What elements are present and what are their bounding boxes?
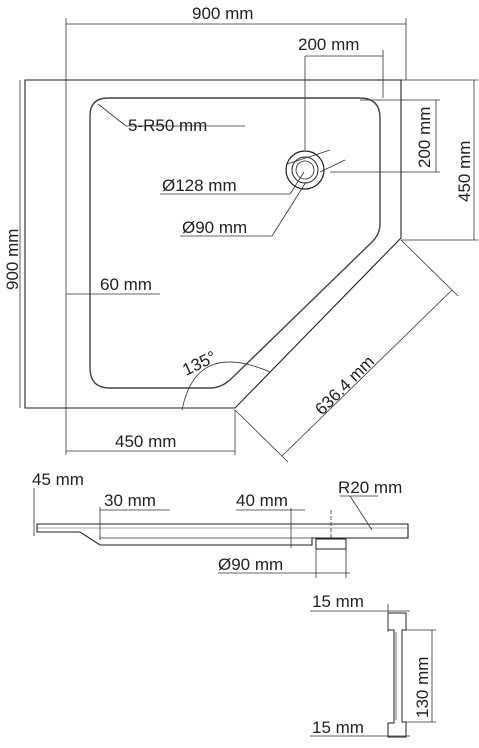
diagonal-label: 636.4 mm bbox=[311, 352, 378, 419]
drain-offset-y-label: 200 mm bbox=[415, 107, 434, 168]
corner-radius-label: 5-R50 mm bbox=[128, 116, 207, 135]
apron-profile bbox=[387, 612, 407, 738]
profile-bottom-flange-label: 15 mm bbox=[312, 718, 364, 737]
drain-outer-diameter-label: Ø128 mm bbox=[162, 176, 237, 195]
half-height-label: 450 mm bbox=[455, 141, 474, 202]
drain bbox=[285, 150, 325, 190]
side-rim-label: 30 mm bbox=[104, 491, 156, 510]
width-label: 900 mm bbox=[192, 4, 253, 23]
profile-top-flange-label: 15 mm bbox=[312, 592, 364, 611]
side-drain-label: Ø90 mm bbox=[218, 555, 283, 574]
drain-inner-diameter-label: Ø90 mm bbox=[182, 218, 247, 237]
tray-basin bbox=[89, 97, 381, 389]
side-radius-label: R20 mm bbox=[338, 478, 402, 497]
side-section bbox=[36, 523, 409, 550]
rim-width-label: 60 mm bbox=[100, 275, 152, 294]
height-label: 900 mm bbox=[3, 229, 22, 290]
side-height-label: 45 mm bbox=[32, 470, 84, 489]
profile-height-label: 130 mm bbox=[413, 657, 432, 718]
drain-offset-x-label: 200 mm bbox=[298, 35, 359, 54]
half-width-label: 450 mm bbox=[115, 432, 176, 451]
side-depth-label: 40 mm bbox=[236, 491, 288, 510]
